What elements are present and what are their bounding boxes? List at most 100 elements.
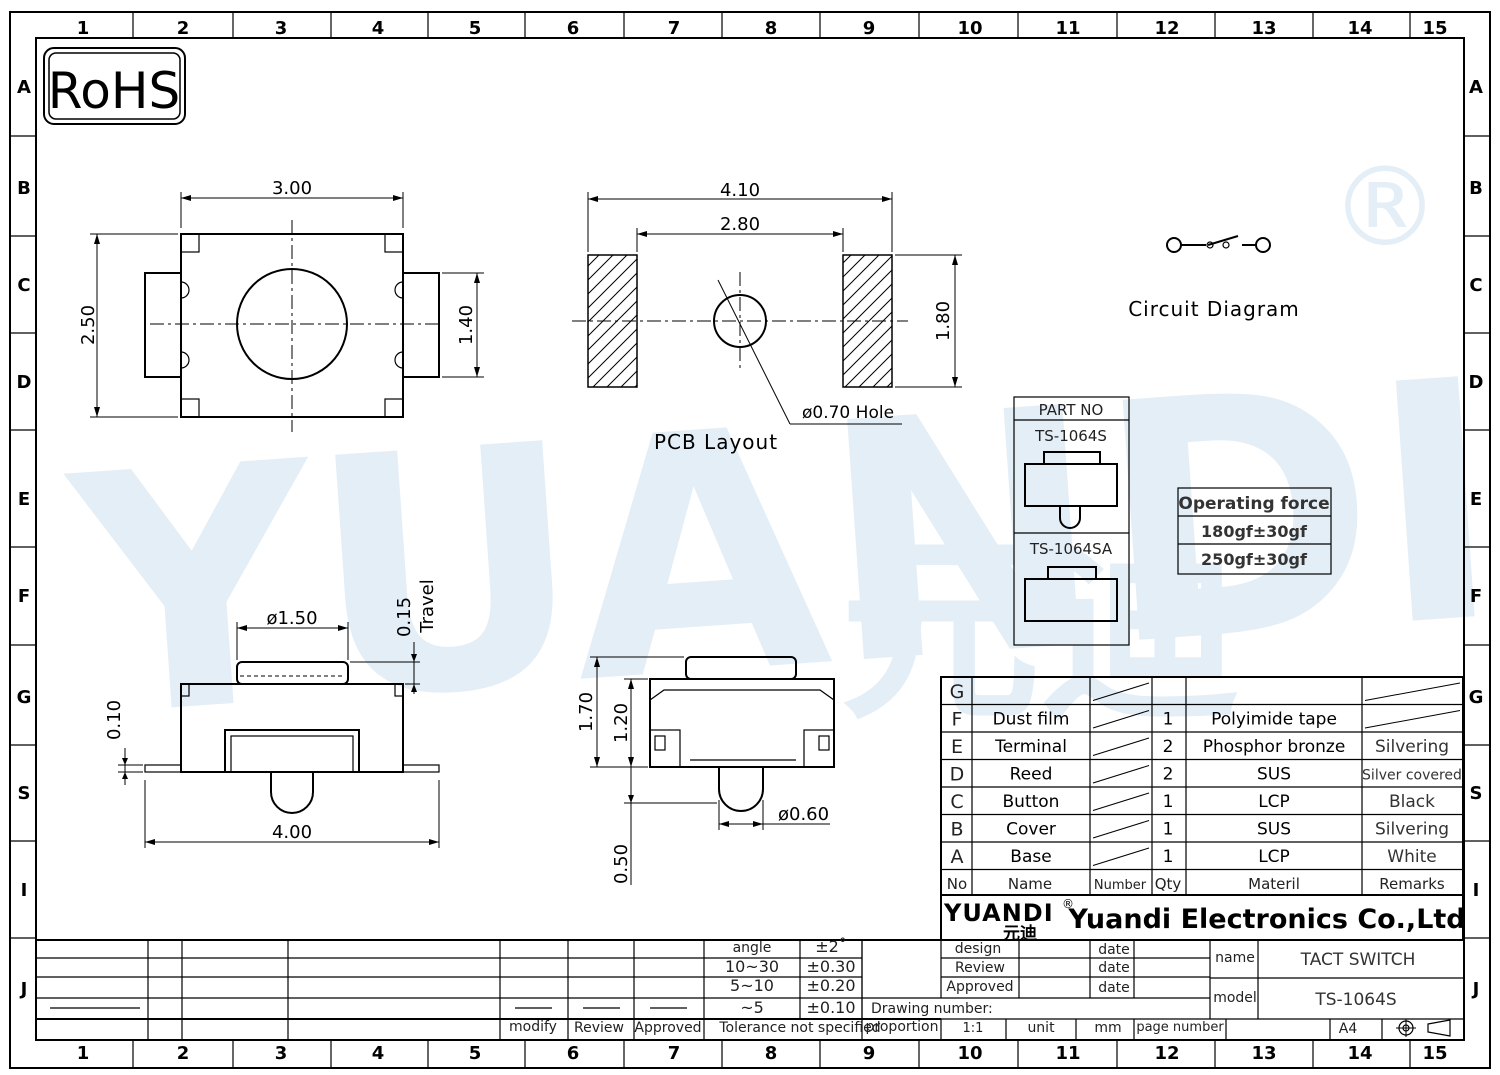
force-item-2: 250gf±30gf — [1201, 550, 1308, 569]
bom-row-no: E — [951, 736, 963, 758]
front-view: 1.70 1.20 0.50 ø0.60 — [576, 656, 835, 885]
mm-value: mm — [1094, 1020, 1121, 1036]
circuit-caption: Circuit Diagram — [1128, 297, 1300, 321]
zone-row-right: G — [1469, 687, 1484, 708]
model-label: model — [1213, 990, 1257, 1006]
bom-row-qty: 2 — [1163, 737, 1174, 757]
zone-col-bottom: 7 — [668, 1043, 681, 1064]
side-travel-value: 0.15 — [394, 597, 415, 637]
zone-row-right: F — [1470, 586, 1482, 607]
bom-header-number: Number — [1094, 878, 1147, 893]
pcb-hole-dim: ø0.70 Hole — [802, 403, 894, 423]
zone-col-bottom: 5 — [469, 1043, 482, 1064]
bom-row-qty: 1 — [1163, 820, 1174, 840]
pcb-inner-dim: 2.80 — [720, 214, 760, 235]
top-width-dim: 3.00 — [272, 178, 312, 199]
outer-frame — [9, 11, 1491, 1069]
bom-row-name: Button — [1003, 792, 1060, 812]
zone-row-left: S — [18, 783, 31, 804]
top-view: 3.00 2.50 1.40 — [78, 178, 484, 432]
bom-row-name: Reed — [1010, 765, 1053, 785]
zone-col-top: 11 — [1055, 18, 1080, 39]
zone-col-top: 13 — [1251, 18, 1276, 39]
bom-row-remarks: Black — [1389, 792, 1435, 812]
pcb-caption: PCB Layout — [654, 430, 778, 454]
zone-row-left: J — [19, 979, 28, 1000]
watermark: YUANDI 元迪 ® — [57, 143, 1500, 792]
review-label: Review — [955, 960, 1005, 976]
part-box-header: PART NO — [1039, 401, 1104, 419]
bom-row-no: C — [950, 791, 963, 813]
zone-row-left: F — [18, 586, 30, 607]
name-value: TACT SWITCH — [1300, 950, 1416, 970]
zone-col-bottom: 1 — [77, 1043, 90, 1064]
front-stem-dim: ø0.60 — [778, 804, 829, 825]
watermark-registered: ® — [1330, 143, 1440, 271]
tolerance-range: angle — [733, 940, 772, 956]
operating-force-box: Operating force 180gf±30gf 250gf±30gf — [1177, 487, 1332, 575]
zone-col-top: 2 — [177, 18, 190, 39]
company-logo-cn: 元迪 — [1003, 923, 1037, 944]
model-value: TS-1064S — [1314, 990, 1396, 1010]
bom-row-name: Terminal — [994, 737, 1067, 757]
front-bottom-dim: 0.50 — [611, 844, 632, 884]
zone-col-bottom: 9 — [863, 1043, 876, 1064]
tolerance-range: 5~10 — [730, 976, 774, 995]
bom-row-material: LCP — [1258, 847, 1290, 867]
paper-size: A4 — [1339, 1021, 1358, 1037]
zone-col-top: 7 — [668, 18, 681, 39]
bom-row-no: D — [950, 764, 965, 786]
zone-col-top: 15 — [1422, 18, 1447, 39]
company-logo: YUANDI — [943, 899, 1054, 927]
zone-labels: 1122334455667788991010111112121313141415… — [17, 18, 1484, 1064]
bom-row-remarks: Silvering — [1375, 820, 1449, 840]
zone-row-left: C — [17, 275, 30, 296]
zone-col-bottom: 14 — [1347, 1043, 1372, 1064]
inner-frame — [35, 37, 1465, 1041]
front-body-dim: 1.20 — [611, 703, 632, 743]
side-cap-dim: ø1.50 — [266, 608, 317, 629]
side-width-dim: 4.00 — [272, 822, 312, 843]
zone-col-bottom: 10 — [957, 1043, 982, 1064]
zone-col-top: 8 — [765, 18, 778, 39]
proportion-label: proportion — [866, 1019, 939, 1035]
zone-col-top: 6 — [567, 18, 580, 39]
zone-row-right: D — [1469, 372, 1484, 393]
bom-row-material: LCP — [1258, 792, 1290, 812]
date-label-1: date — [1098, 942, 1130, 958]
bom-row-name: Base — [1010, 847, 1051, 867]
page-number-label: page number — [1136, 1020, 1224, 1035]
bom-row-remarks: Silver covered — [1362, 768, 1462, 784]
zone-col-bottom: 13 — [1251, 1043, 1276, 1064]
zone-col-bottom: 8 — [765, 1043, 778, 1064]
bom-header-row: No Name Number Qty Materil Remarks — [947, 875, 1445, 893]
zone-row-right: A — [1469, 77, 1483, 98]
zone-col-top: 14 — [1347, 18, 1372, 39]
rohs-label: RoHS — [48, 62, 180, 120]
zone-row-right: S — [1470, 783, 1483, 804]
pcb-outer-dim: 4.10 — [720, 180, 760, 201]
top-height-dim: 2.50 — [78, 305, 99, 345]
bom-row-qty: 1 — [1163, 710, 1174, 730]
company-logo-registered: ® — [1062, 897, 1074, 911]
bom-row-material: SUS — [1257, 765, 1291, 785]
tolerance-value: ±0.20 — [806, 976, 855, 995]
bom-row-remarks: Silvering — [1375, 737, 1449, 757]
zone-row-right: C — [1469, 275, 1482, 296]
bom-row-no: F — [952, 709, 963, 731]
watermark-cn: 元迪 — [840, 515, 1240, 748]
bom-row-remarks: White — [1387, 847, 1436, 867]
bom-row-qty: 2 — [1163, 765, 1174, 785]
bom-header-qty: Qty — [1155, 875, 1182, 893]
tolerance-range: 10~30 — [725, 957, 779, 976]
top-terminal-dim: 1.40 — [456, 305, 477, 345]
circuit-diagram: Circuit Diagram — [1128, 235, 1300, 321]
zone-col-top: 12 — [1154, 18, 1179, 39]
zone-row-left: G — [17, 687, 32, 708]
zone-row-left: I — [21, 880, 28, 901]
zone-row-right: J — [1471, 979, 1480, 1000]
part-item-1: TS-1064S — [1034, 427, 1107, 445]
bom-row-name: Cover — [1006, 820, 1056, 840]
zone-row-left: B — [17, 178, 31, 199]
pcb-layout: 4.10 2.80 1.80 ø0.70 Hole PCB Layout — [572, 180, 962, 454]
